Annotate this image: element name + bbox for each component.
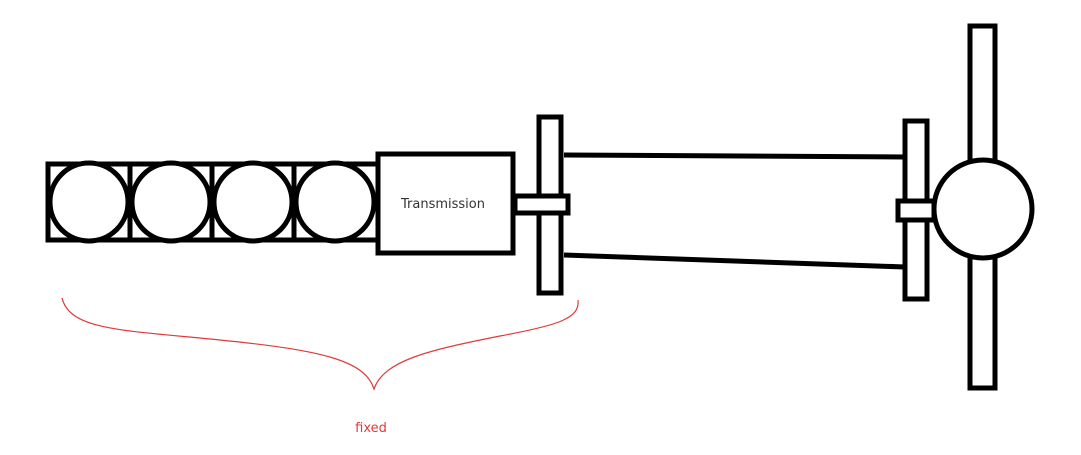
rotor bbox=[931, 23, 1035, 391]
cylinder bbox=[293, 160, 377, 244]
driven-shaft-coupling bbox=[895, 198, 937, 223]
drive-shaft-coupling bbox=[512, 193, 571, 216]
transmission: Transmission bbox=[375, 151, 516, 256]
rotor-hub bbox=[931, 157, 1035, 261]
fixed-brace bbox=[61, 297, 579, 391]
drive-pulley bbox=[512, 114, 571, 296]
driven-pulley bbox=[895, 118, 937, 302]
drive-belt-bottom bbox=[563, 252, 906, 270]
cylinder bbox=[47, 160, 131, 244]
cylinder bbox=[129, 160, 213, 244]
fixed-label: fixed bbox=[355, 421, 387, 436]
drive-belt-top bbox=[563, 152, 906, 160]
fixed-annotation: fixed bbox=[61, 297, 579, 436]
cylinder bbox=[211, 160, 295, 244]
transmission-label: Transmission bbox=[400, 197, 485, 212]
transmission-box bbox=[375, 151, 516, 256]
engine-block bbox=[45, 160, 381, 244]
